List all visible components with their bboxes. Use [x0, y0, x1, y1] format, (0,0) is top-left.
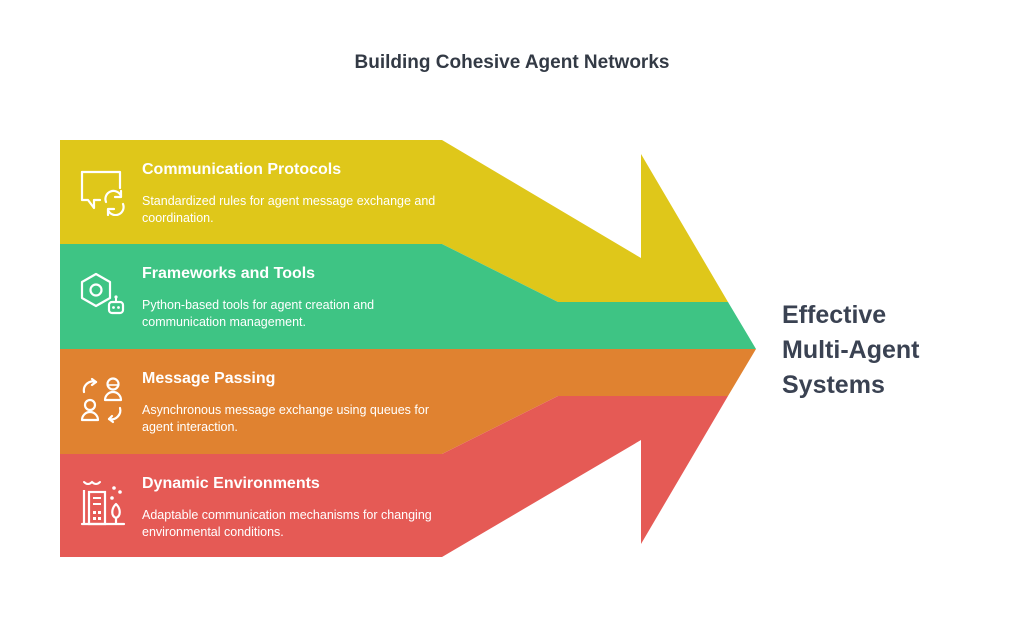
band-shape-frameworks-tools [60, 244, 756, 349]
band-description-dynamic-environments: Adaptable communication mechanisms for c… [142, 508, 432, 539]
chat-sync-icon [80, 170, 125, 216]
outcome-line-1: Effective [782, 301, 887, 329]
band-title-message-passing: Message Passing [142, 370, 276, 387]
band-title-frameworks-tools: Frameworks and Tools [142, 265, 316, 282]
band-title-dynamic-environments: Dynamic Environments [142, 475, 320, 492]
hexagon-robot-icon [80, 272, 125, 315]
environment-icon [80, 480, 126, 526]
outcome-line-2: Multi-Agent [782, 336, 920, 364]
band-description-message-passing: Asynchronous message exchange using queu… [142, 403, 429, 434]
outcome-line-3: Systems [782, 371, 885, 399]
band-title-communication-protocols: Communication Protocols [142, 161, 342, 178]
outcome-label: Effective Multi-Agent Systems [782, 298, 1002, 403]
band-shape-dynamic-environments [60, 396, 728, 557]
diagram-title: Building Cohesive Agent Networks [354, 52, 670, 73]
band-description-frameworks-tools: Python-based tools for agent creation an… [142, 298, 375, 329]
band-description-communication-protocols: Standardized rules for agent message exc… [142, 194, 436, 225]
band-shape-communication-protocols [60, 140, 728, 302]
people-exchange-icon [80, 377, 123, 424]
band-shape-message-passing [60, 349, 756, 454]
